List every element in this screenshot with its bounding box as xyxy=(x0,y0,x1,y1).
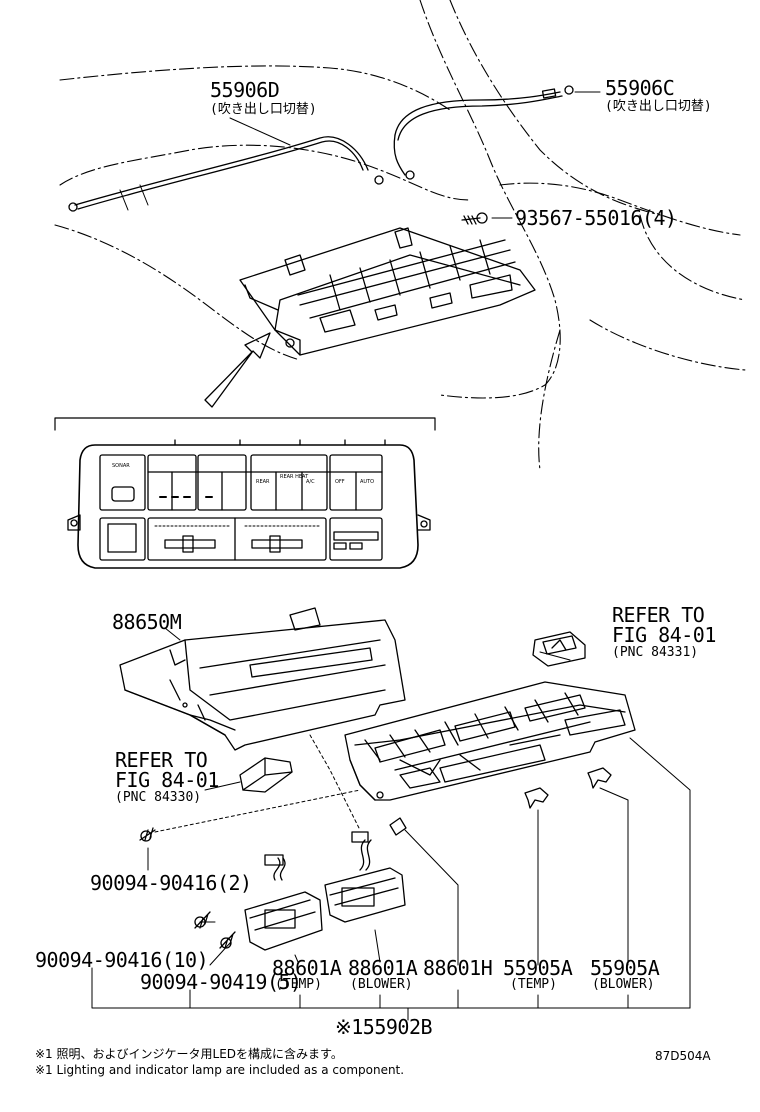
dashboard-outline xyxy=(54,0,746,471)
btn-rear-heat: REAR HEAT xyxy=(280,474,309,480)
diagram-id: 87D504A xyxy=(655,1049,711,1063)
part-88650M: 88650M xyxy=(112,610,182,634)
part-88601A-temp: 88601A xyxy=(272,956,342,980)
housing-88650M xyxy=(119,607,406,751)
part-55905A-blower: 55905A xyxy=(590,956,660,980)
connector-84330 xyxy=(239,757,293,793)
part-55906D: 55906D xyxy=(210,78,280,102)
screw-90094-90416-10 xyxy=(194,911,211,929)
leader-lines xyxy=(91,627,691,1021)
footnote-jp: ※1 照明、およびインジケータ用LEDを構成に含みます。 xyxy=(35,1047,343,1061)
lamp-socket-88601A-temp xyxy=(244,854,323,951)
refer-right-line1: REFER TO xyxy=(612,603,705,627)
footnote-en: ※1 Lighting and indicator lamp are inclu… xyxy=(35,1063,405,1077)
btn-sonar: SONAR xyxy=(112,463,130,469)
part-88601A-blower: 88601A xyxy=(348,956,418,980)
refer-right-line2: FIG 84-01 xyxy=(612,623,716,647)
btn-off: OFF xyxy=(335,479,345,485)
part-90094-90416-10: 90094-90416(10) xyxy=(35,948,209,972)
view-arrow xyxy=(204,332,271,408)
installed-climate-control-unit xyxy=(239,227,536,356)
btn-auto: AUTO xyxy=(360,479,374,485)
part-88601H: 88601H xyxy=(423,956,493,980)
part-90094-90416-2: 90094-90416(2) xyxy=(90,871,252,895)
switch-84331 xyxy=(532,631,586,667)
part-55902B-assembly: ※155902B xyxy=(335,1015,433,1039)
part-55905A-temp: 55905A xyxy=(503,956,573,980)
knob-55905A-blower xyxy=(587,767,612,789)
lamp-socket-88601A-blower xyxy=(324,831,406,923)
refer-right-line3: (PNC 84331) xyxy=(612,645,699,660)
closeup-button-captions: SONAR REAR REAR HEAT A/C OFF AUTO xyxy=(112,463,374,485)
knob-55905A-temp xyxy=(524,787,549,809)
part-55906D-desc: (吹き出し口切替) xyxy=(210,102,317,117)
control-panel-closeup xyxy=(67,439,431,569)
part-55905A-blower-sub: (BLOWER) xyxy=(592,977,655,992)
cable-55906D xyxy=(68,136,384,212)
part-90094-90419-5: 90094-90419(5) xyxy=(140,970,302,994)
part-88601A-blower-sub: (BLOWER) xyxy=(350,977,413,992)
btn-ac: A/C xyxy=(306,479,315,485)
control-panel-assembly-55902B xyxy=(344,681,636,801)
refer-left-line1: REFER TO xyxy=(115,748,208,772)
refer-left-line3: (PNC 84330) xyxy=(115,790,202,805)
part-55905A-temp-sub: (TEMP) xyxy=(510,977,557,992)
bulb-88601H xyxy=(389,817,407,836)
btn-rear: REAR xyxy=(256,479,270,485)
part-93567-55016: 93567-55016(4) xyxy=(515,206,677,230)
screw-90094-90416-2 xyxy=(139,827,156,842)
refer-left-line2: FIG 84-01 xyxy=(115,768,219,792)
screw-93567 xyxy=(461,212,488,225)
cable-55906C xyxy=(393,85,574,180)
part-88601A-temp-sub: (TEMP) xyxy=(275,977,322,992)
part-55906C-desc: (吹き出し口切替) xyxy=(605,99,712,114)
part-55906C: 55906C xyxy=(605,76,675,100)
